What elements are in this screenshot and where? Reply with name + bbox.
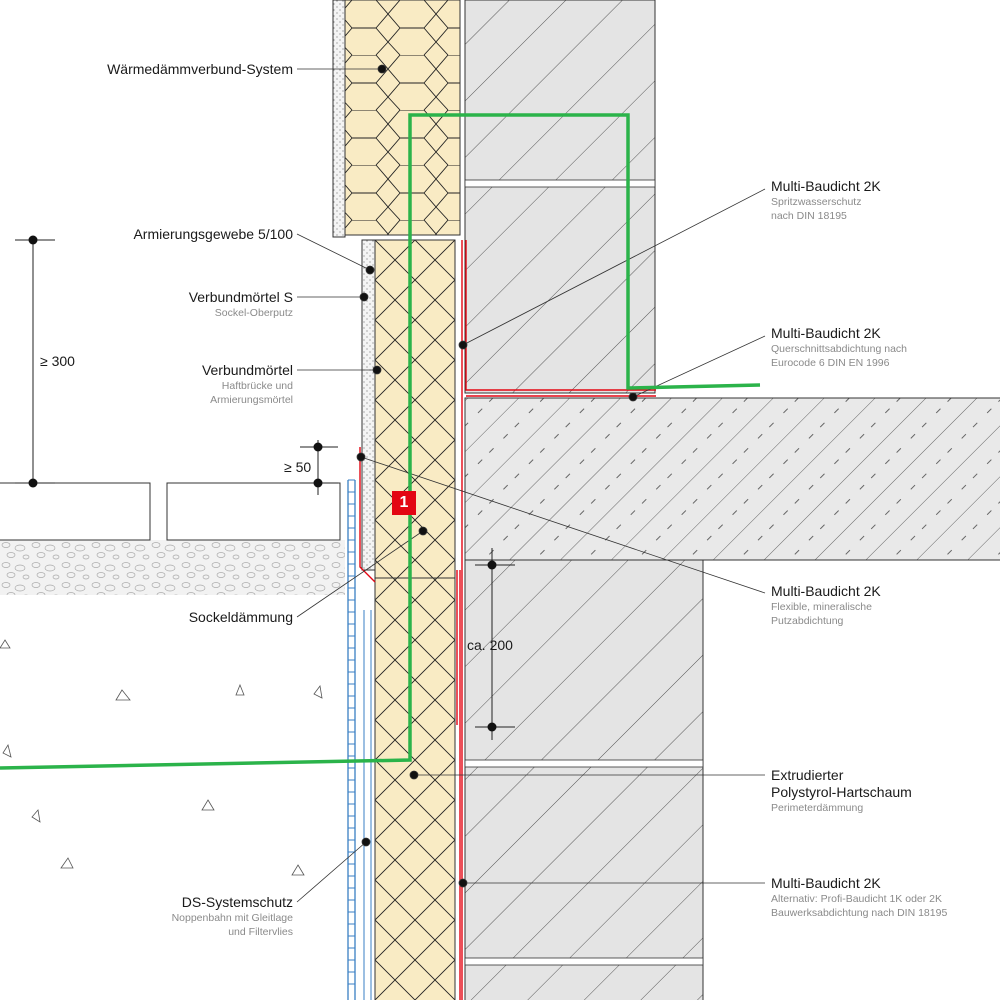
render-layer-upper — [332, 0, 346, 238]
dim-200: ca. 200 — [467, 637, 513, 653]
dim-300: ≥ 300 — [40, 353, 75, 369]
gravel — [0, 540, 345, 595]
base-render — [361, 239, 376, 571]
marker-badge: 1 — [392, 491, 416, 515]
concrete-slab — [464, 397, 1000, 561]
label-armierungsgewebe: Armierungsgewebe 5/100 — [133, 226, 293, 242]
green-markup-line — [0, 113, 761, 770]
paving-slab — [0, 482, 151, 541]
dimple-sheet — [347, 480, 356, 1000]
label-wdvs: Wärmedämmverbund-System — [107, 61, 293, 77]
soil-triangles — [0, 639, 323, 876]
paving-slab — [166, 482, 341, 541]
lower-masonry — [464, 559, 704, 1000]
eps-insulation — [344, 0, 461, 236]
sealing-lines — [359, 240, 656, 1000]
xps-insulation — [374, 239, 456, 1000]
dim-50: ≥ 50 — [284, 459, 312, 475]
label-sockeldaemmung: Sockeldämmung — [188, 609, 293, 625]
